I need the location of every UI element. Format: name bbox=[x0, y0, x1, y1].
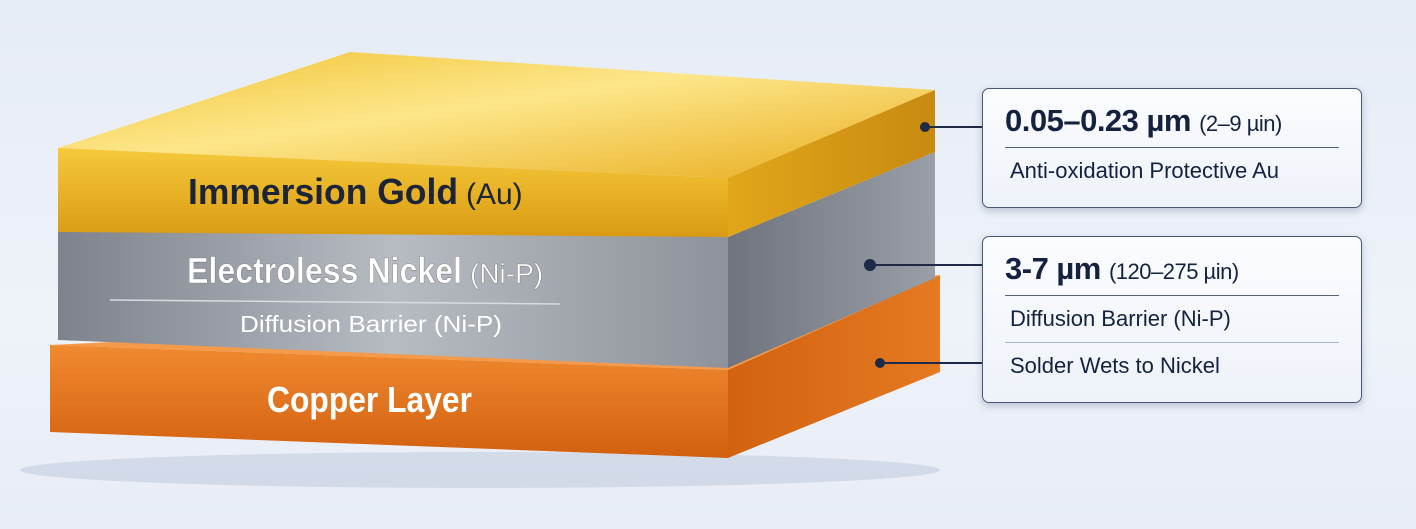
nickel-layer bbox=[58, 152, 935, 368]
nickel-layer-label: Electroless Nickel(Ni-P) bbox=[187, 250, 543, 291]
leader-lines bbox=[870, 126, 982, 364]
shadow bbox=[20, 452, 940, 488]
nickel-note: Solder Wets to Nickel bbox=[1010, 353, 1220, 378]
gold-thickness: 0.05–0.23 µm (2–9 µin) bbox=[1005, 89, 1339, 148]
divider bbox=[109, 299, 561, 305]
nickel-marker-dot bbox=[864, 259, 876, 271]
nickel-callout: 3-7 µm (120–275 µin) Diffusion Barrier (… bbox=[982, 236, 1362, 403]
gold-note: Anti-oxidation Protective Au bbox=[1010, 158, 1280, 183]
copper-layer-label: Copper Layer bbox=[267, 379, 472, 420]
nickel-note: Diffusion Barrier (Ni-P) bbox=[1005, 296, 1339, 343]
gold-marker-dot bbox=[920, 122, 930, 132]
copper-marker-dot bbox=[875, 358, 885, 368]
nickel-layer-subtitle: Diffusion Barrier (Ni-P) bbox=[240, 311, 502, 337]
nickel-thickness: 3-7 µm (120–275 µin) bbox=[1005, 237, 1339, 296]
gold-layer bbox=[58, 52, 935, 237]
gold-callout: 0.05–0.23 µm (2–9 µin) Anti-oxidation Pr… bbox=[982, 88, 1362, 208]
gold-layer-label: Immersion Gold(Au) bbox=[188, 171, 523, 212]
